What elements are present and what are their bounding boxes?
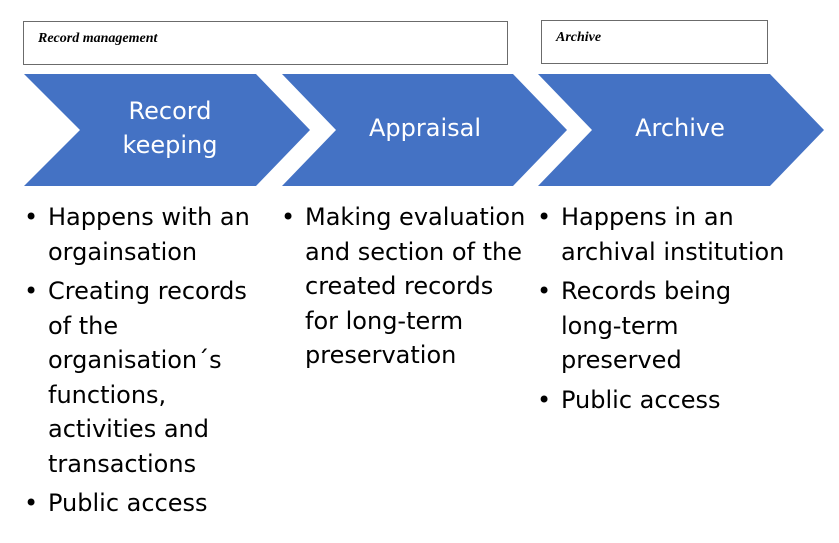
step-label-appraisal: Appraisal [368,114,481,142]
phase-box-record-management: Record management [23,21,508,65]
phase-box-archive: Archive [541,20,768,64]
bullet-list-archive: Happens in an archival institution Recor… [537,200,797,422]
step-label-record-keeping: Record keeping [122,97,218,159]
chevron-appraisal [282,74,567,186]
phase-label-record-management: Record management [38,31,158,46]
bullet-list-record-keeping: Happens with an orgainsation Creating re… [24,200,269,526]
list-item: Creating records of the organisation´s f… [24,274,269,481]
chevron-archive [538,74,824,186]
bullet-list-appraisal: Making evaluation and section of the cre… [281,200,531,378]
list-item: Public access [537,383,797,418]
list-item: Happens with an orgainsation [24,200,269,269]
list-item: Records being long-term preserved [537,274,797,378]
list-item: Public access [24,486,269,521]
chevron-record-keeping [24,74,310,186]
phase-label-archive: Archive [556,30,602,45]
list-item: Happens in an archival institution [537,200,797,269]
step-label-archive: Archive [635,114,725,142]
list-item: Making evaluation and section of the cre… [281,200,531,373]
